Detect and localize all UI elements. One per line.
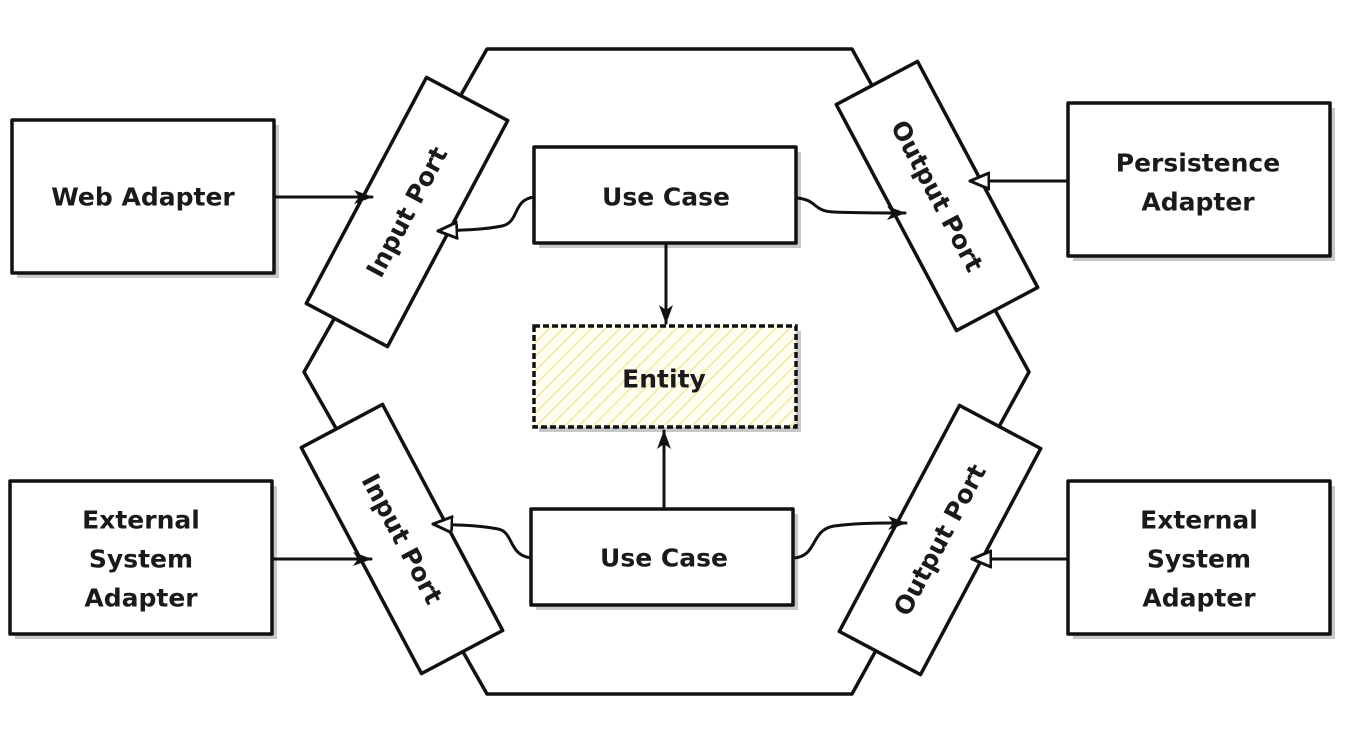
entity-label: Entity xyxy=(622,365,706,394)
external-adapter-left-line-1: External xyxy=(82,506,200,535)
persistence-adapter: Persistence Adapter xyxy=(1066,101,1335,261)
use-case-top: Use Case xyxy=(532,145,801,248)
external-adapter-left-line-2: System xyxy=(89,545,193,574)
persistence-adapter-line-1: Persistence xyxy=(1116,149,1280,178)
edge-use-case-top-to-input-port xyxy=(436,195,536,231)
external-adapter-left-line-3: Adapter xyxy=(84,584,198,613)
use-case-bottom-label: Use Case xyxy=(600,544,728,573)
use-case-top-label: Use Case xyxy=(602,183,730,212)
external-adapter-right-line-2: System xyxy=(1147,545,1251,574)
use-case-bottom: Use Case xyxy=(529,507,798,610)
external-adapter-right-line-3: Adapter xyxy=(1142,584,1256,613)
edge-use-case-bottom-to-output-port xyxy=(792,516,908,560)
web-adapter-label: Web Adapter xyxy=(51,183,235,212)
external-system-adapter-left: External System Adapter xyxy=(8,479,277,639)
external-adapter-right-line-1: External xyxy=(1140,506,1258,535)
external-system-adapter-right: External System Adapter xyxy=(1066,479,1335,639)
web-adapter: Web Adapter xyxy=(10,118,279,278)
persistence-adapter-line-2: Adapter xyxy=(1141,188,1255,217)
entity: Entity xyxy=(532,324,801,432)
edge-use-case-top-to-output-port xyxy=(795,196,907,220)
edge-use-case-bottom-to-input-port xyxy=(431,524,533,560)
